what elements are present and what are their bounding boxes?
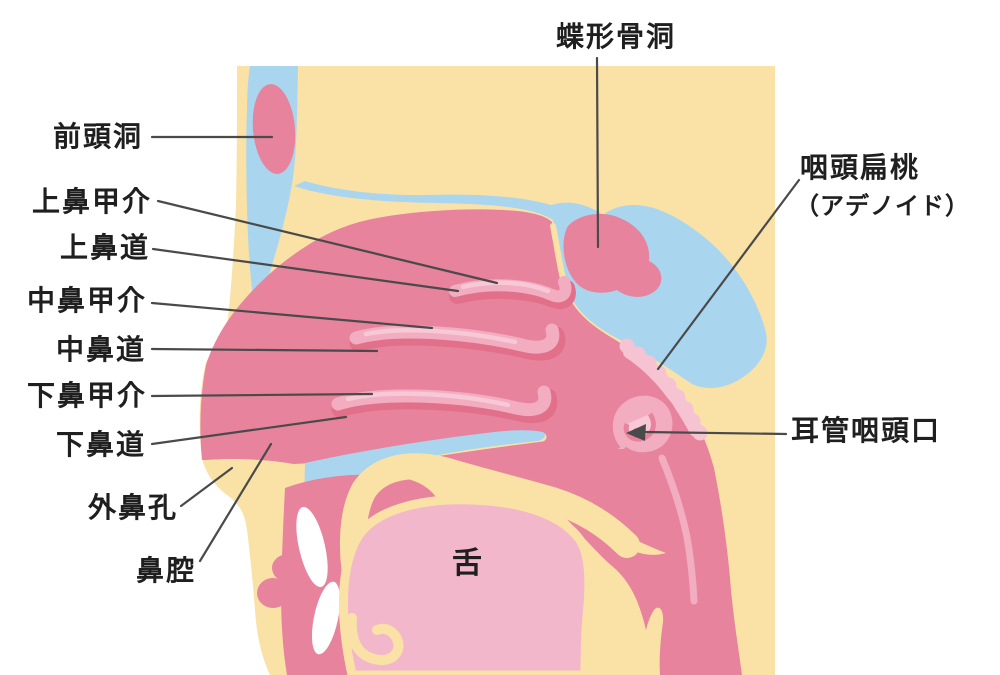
leader-inferior-meatus (150, 415, 348, 446)
superior-concha-shape (449, 276, 576, 309)
palate-ribbon (339, 453, 640, 611)
adenoid-shape (619, 338, 708, 441)
leader-external-naris (179, 466, 234, 508)
label-inferior-concha: 下鼻甲介 (26, 379, 147, 412)
label-middle-meatus: 中鼻道 (55, 333, 146, 366)
label-eustachian-opening: 耳管咽頭口 (791, 414, 942, 447)
tongue-shape (339, 495, 594, 675)
leader-inferior-concha (150, 392, 374, 398)
eustachian-arrowhead (626, 424, 646, 441)
frontal-sinus-shape (252, 84, 296, 174)
leader-superior-concha (156, 199, 499, 285)
label-inferior-meatus: 下鼻道 (55, 428, 146, 461)
middle-concha-shape (349, 323, 566, 361)
upper-tooth (296, 506, 328, 588)
label-tongue: 舌 (452, 546, 484, 581)
leader-middle-meatus (150, 347, 379, 353)
upper-lip (272, 554, 304, 582)
label-superior-meatus: 上鼻道 (59, 231, 150, 264)
label-middle-concha: 中鼻甲介 (26, 284, 147, 317)
leader-middle-concha (150, 301, 434, 330)
tongue-underside-curl (346, 613, 404, 666)
label-frontal-sinus: 前頭洞 (52, 120, 143, 153)
palate-bone-blue (304, 430, 546, 551)
label-superior-concha: 上鼻甲介 (31, 185, 152, 218)
eustachian-opening-shape (606, 389, 679, 459)
leader-sphenoid-sinus (595, 56, 600, 249)
bone-band (294, 181, 767, 388)
leader-nasal-cavity (198, 442, 273, 563)
leader-pharyngeal-tonsil (656, 178, 801, 371)
lower-tooth (311, 581, 341, 655)
leader-superior-meatus (151, 247, 460, 293)
leader-eustachian (642, 430, 788, 436)
sphenoid-sinus-shape (563, 213, 662, 297)
pharynx-spike-2 (643, 607, 664, 675)
label-sphenoid-sinus: 蝶形骨洞 (556, 20, 677, 53)
label-nasal-cavity: 鼻腔 (135, 554, 196, 587)
inferior-concha-shape (331, 385, 558, 424)
label-external-naris: 外鼻孔 (87, 491, 178, 524)
pharynx-spike-1 (598, 576, 623, 671)
soft-palate-tip (610, 528, 666, 555)
label-pharyngeal-tonsil: 咽頭扁桃 (800, 151, 921, 184)
pharynx-streak (658, 454, 698, 605)
leader-lines (150, 56, 801, 563)
lower-lip (257, 578, 289, 608)
label-pharyngeal-tonsil-reading: （アデノイド） (795, 192, 970, 220)
